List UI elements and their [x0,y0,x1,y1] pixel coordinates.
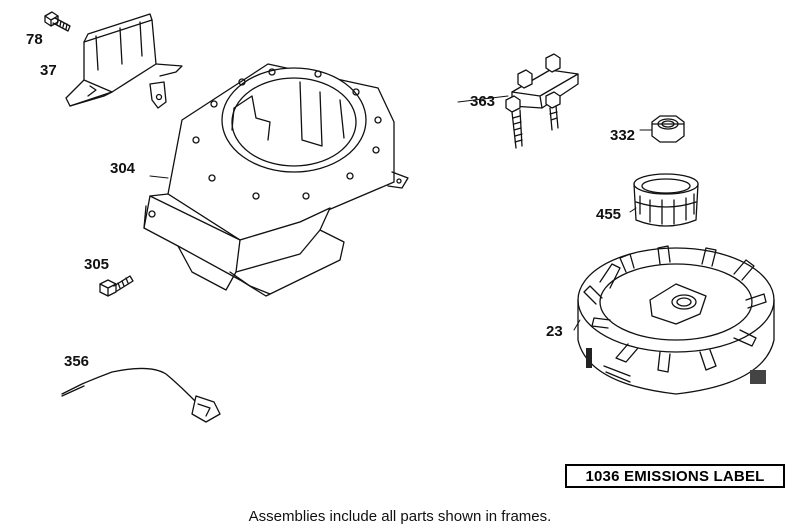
wire-356-drawing [62,368,220,422]
blower-housing-304-drawing [144,64,408,296]
shield-37-drawing [66,14,182,108]
emissions-label-text: 1036 EMISSIONS LABEL [585,467,765,485]
assemblies-caption: Assemblies include all parts shown in fr… [248,508,552,525]
part-label-332: 332 [610,127,636,144]
part-label-356: 356 [64,353,90,370]
part-label-304: 304 [110,160,136,177]
part-label-78: 78 [26,31,43,48]
part-label-305: 305 [84,256,110,273]
part-label-455: 455 [596,206,622,223]
part-label-23: 23 [546,323,563,340]
bracket-363-drawing [506,54,578,148]
nut-332-drawing [652,116,684,142]
part-label-363: 363 [470,93,496,110]
screw-305-drawing [100,276,133,296]
flywheel-23-drawing [578,246,774,394]
bolt-78-drawing [45,12,70,31]
leader-lines [150,96,652,330]
part-label-37: 37 [40,62,57,79]
cup-455-drawing [634,174,698,226]
emissions-label-frame: 1036 EMISSIONS LABEL [565,464,785,488]
